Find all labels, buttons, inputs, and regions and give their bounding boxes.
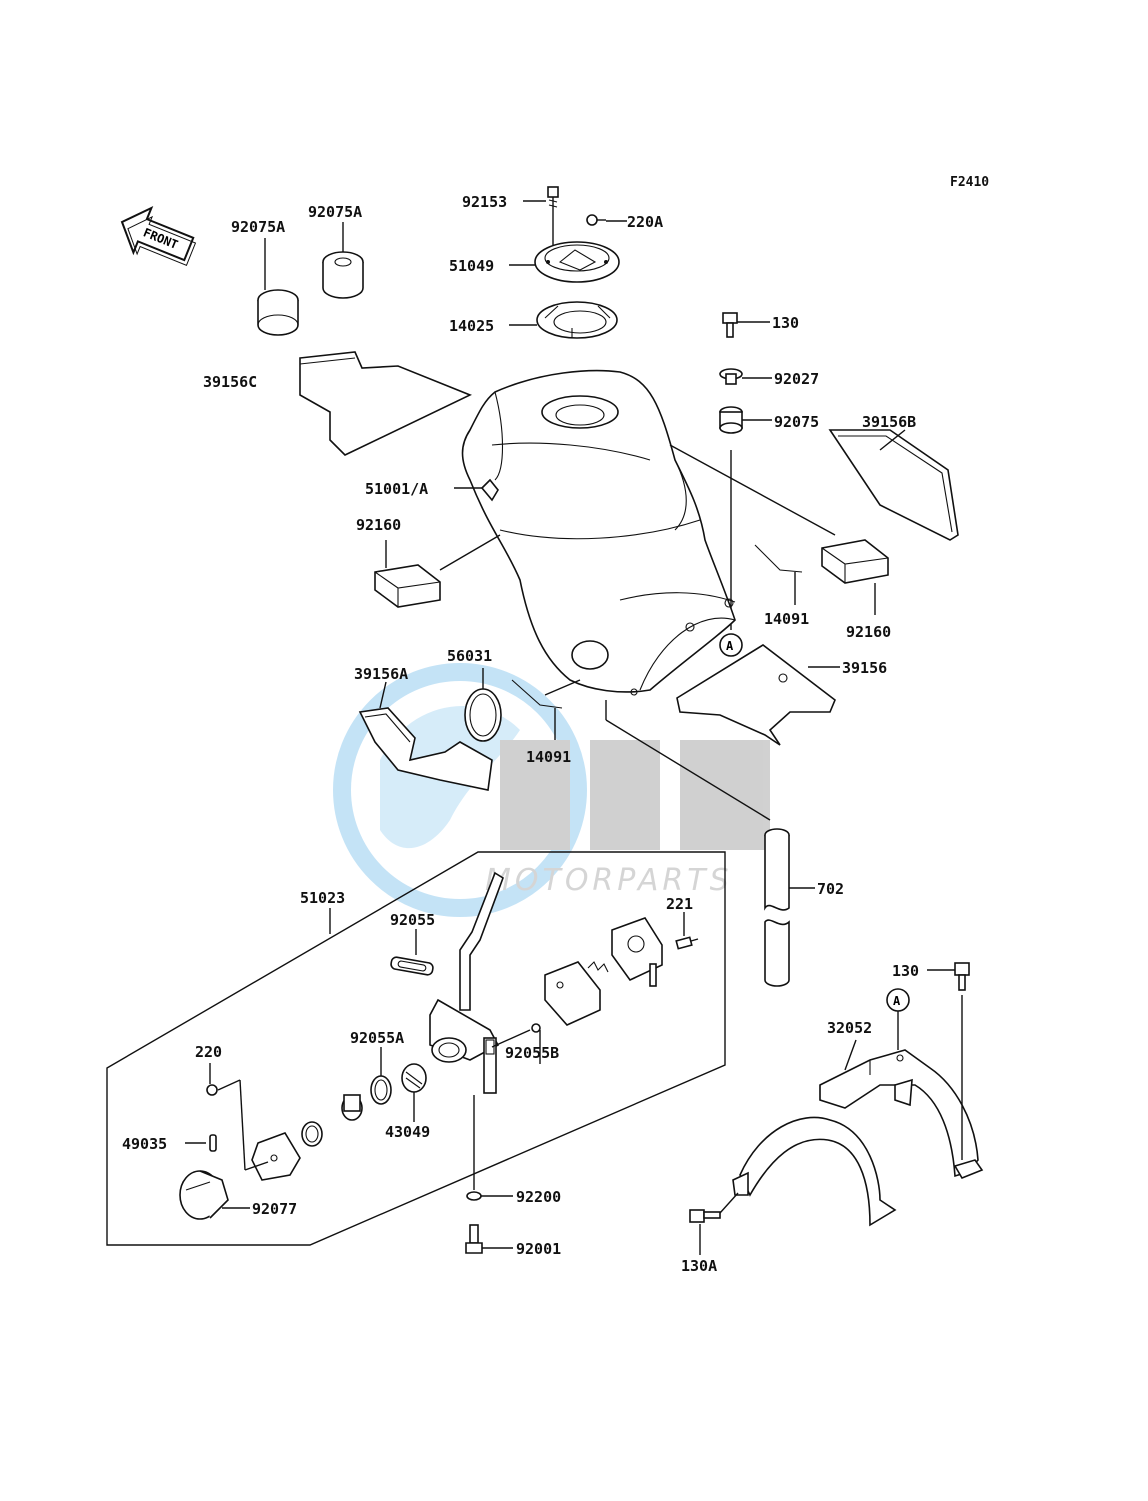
damper-92075a-right — [322, 251, 364, 299]
lever-knob-92077 — [179, 1170, 229, 1220]
label-39156a: 39156A — [354, 665, 408, 683]
svg-text:A: A — [893, 994, 901, 1008]
tab-51001a — [480, 478, 499, 502]
oring-56031 — [464, 688, 502, 742]
pad-39156b — [828, 429, 959, 541]
collar-92027 — [719, 368, 743, 385]
cap-base-14025 — [536, 301, 618, 339]
oring-92055a — [370, 1075, 392, 1105]
screw-220 — [206, 1084, 218, 1096]
damper-92075a-left — [257, 289, 299, 336]
label-51001a: 51001/A — [365, 480, 428, 498]
label-92055a: 92055A — [350, 1029, 404, 1047]
fuel-cap-51049 — [534, 241, 620, 283]
reference-circle-a-tank: A — [719, 633, 743, 657]
bolt-92153 — [547, 186, 559, 212]
damper-92075 — [719, 406, 743, 434]
spring — [587, 961, 609, 973]
label-92160-right: 92160 — [846, 623, 891, 641]
label-702: 702 — [817, 880, 844, 898]
hose-702 — [764, 828, 790, 987]
label-92160-left: 92160 — [356, 516, 401, 534]
label-49035: 49035 — [122, 1135, 167, 1153]
label-39156: 39156 — [842, 659, 887, 677]
screw-220a — [586, 214, 606, 226]
diagram-code: F2410 — [950, 175, 989, 190]
fuel-tank — [461, 369, 736, 696]
label-220a: 220A — [627, 213, 663, 231]
label-39156c: 39156C — [203, 373, 257, 391]
washer-92200 — [466, 1191, 482, 1201]
label-92075: 92075 — [774, 413, 819, 431]
label-220: 220 — [195, 1043, 222, 1061]
lever-plate — [251, 1132, 301, 1181]
bolt-92001 — [465, 1224, 483, 1254]
label-39156b: 39156B — [862, 413, 916, 431]
clip-14091-right — [754, 544, 803, 573]
svg-text:A: A — [726, 639, 734, 653]
gasket-92055 — [390, 956, 434, 976]
washer — [301, 1121, 323, 1147]
bolt-130a — [689, 1209, 721, 1223]
valve-core — [341, 1094, 363, 1121]
fuel-cock-body-51023 — [429, 871, 504, 1094]
label-32052: 32052 — [827, 1019, 872, 1037]
label-51049: 51049 — [449, 257, 494, 275]
label-92075a-right: 92075A — [308, 203, 362, 221]
label-92075a-left: 92075A — [231, 218, 285, 236]
bolt-130-top — [722, 312, 738, 338]
reference-circle-a-bracket: A — [886, 988, 910, 1012]
label-14025: 14025 — [449, 317, 494, 335]
watermark-subtitle: MOTORPARTS — [485, 863, 733, 898]
pin-49035 — [209, 1134, 217, 1152]
label-92001: 92001 — [516, 1240, 561, 1258]
label-14091-right: 14091 — [764, 610, 809, 628]
bracket-32052 — [732, 1049, 984, 1227]
block-92160-right — [821, 539, 889, 584]
label-56031: 56031 — [447, 647, 492, 665]
label-221: 221 — [666, 895, 693, 913]
screw-221 — [675, 936, 699, 950]
label-92077: 92077 — [252, 1200, 297, 1218]
bolt-130-right — [954, 962, 970, 991]
label-92200: 92200 — [516, 1188, 561, 1206]
cover-plate — [611, 917, 663, 987]
label-14091-left: 14091 — [526, 748, 571, 766]
front-arrow-icon: FRONT — [120, 205, 197, 266]
label-130-right: 130 — [892, 962, 919, 980]
pad-39156 — [676, 644, 836, 746]
fuel-cock-group-box — [106, 851, 726, 1246]
label-92153: 92153 — [462, 193, 507, 211]
label-130-top: 130 — [772, 314, 799, 332]
oring-92055b — [531, 1023, 541, 1033]
diaphragm-cover — [544, 961, 601, 1026]
label-92055: 92055 — [390, 911, 435, 929]
label-92055b: 92055B — [505, 1044, 559, 1062]
filter-43049 — [401, 1063, 427, 1093]
label-92027: 92027 — [774, 370, 819, 388]
label-43049: 43049 — [385, 1123, 430, 1141]
block-92160-left — [374, 564, 441, 608]
label-51023: 51023 — [300, 889, 345, 907]
pad-39156c — [299, 351, 472, 456]
clip-14091-left — [511, 679, 563, 709]
label-130a: 130A — [681, 1257, 717, 1275]
pad-39156a — [358, 707, 493, 791]
